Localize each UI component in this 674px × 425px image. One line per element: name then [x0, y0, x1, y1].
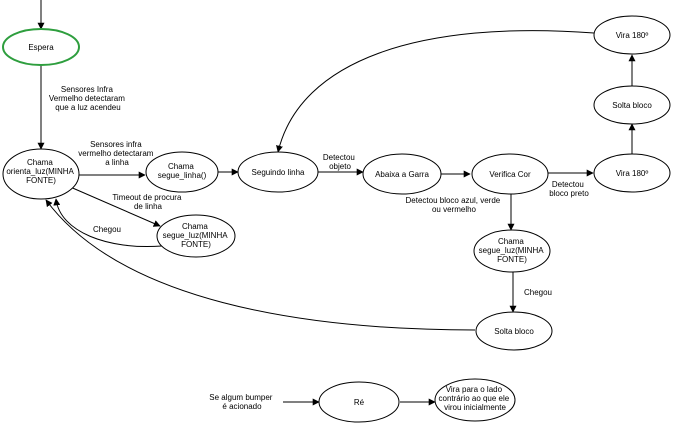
edge-orienta-to-segue-luz	[67, 185, 161, 227]
node-solta-bloco-right: Solta bloco	[593, 85, 671, 125]
node-vira-180-upper-label: Vira 180º	[616, 31, 649, 40]
node-re: Ré	[318, 381, 400, 423]
nodes: Espera Chama orienta_luz(MINHA FONTE) Ch…	[2, 15, 671, 423]
edge-segue-luz-to-orienta	[53, 198, 163, 248]
node-verifica-cor-label: Verifica Cor	[489, 170, 531, 179]
label-sensores-infra-linha: Sensores infra vermelho detectaram a lin…	[78, 140, 155, 167]
edge-labels: Sensores Infra Vermelho detectaram que a…	[49, 85, 589, 411]
node-chama-segue-linha-label: Chama segue_linha()	[158, 162, 207, 180]
label-chegou-right: Chegou	[524, 288, 552, 297]
node-vira-180-lower: Vira 180º	[593, 153, 671, 193]
label-detectou-bloco-preto: Detectou bloco preto	[549, 180, 589, 198]
edge-vira-upper-to-seguindo	[276, 30, 595, 153]
node-chama-segue-luz-mid-label: Chama segue_luz(MINHA FONTE)	[163, 222, 230, 249]
node-vira-180-lower-label: Vira 180º	[616, 169, 649, 178]
label-sensores-infra-vermelho: Sensores Infra Vermelho detectaram que a…	[49, 85, 127, 112]
node-verifica-cor: Verifica Cor	[471, 153, 549, 195]
label-chegou-left: Chegou	[93, 225, 121, 234]
node-chama-segue-luz-mid: Chama segue_luz(MINHA FONTE)	[156, 214, 236, 258]
label-detectou-objeto: Detectou objeto	[323, 153, 357, 171]
node-chama-segue-luz-right: Chama segue_luz(MINHA FONTE)	[473, 229, 551, 273]
node-abaixa-garra-label: Abaixa a Garra	[375, 170, 429, 179]
node-re-label: Ré	[354, 398, 365, 407]
node-seguindo-linha: Seguindo linha	[237, 151, 319, 193]
node-solta-bloco-bottom: Solta bloco	[475, 311, 553, 351]
node-vira-contrario-label: Vira para o lado contrário ao que ele vi…	[439, 385, 512, 412]
node-solta-bloco-right-label: Solta bloco	[612, 101, 652, 110]
node-vira-contrario: Vira para o lado contrário ao que ele vi…	[434, 378, 516, 422]
node-abaixa-garra: Abaixa a Garra	[362, 153, 442, 195]
node-solta-bloco-bottom-label: Solta bloco	[494, 327, 534, 336]
node-chama-segue-luz-right-label: Chama segue_luz(MINHA FONTE)	[479, 237, 546, 264]
node-espera: Espera	[2, 28, 80, 66]
label-detectou-bloco-azul: Detectou bloco azul, verde ou vermelho	[406, 196, 503, 214]
node-vira-180-upper: Vira 180º	[593, 15, 671, 55]
edges	[37, 0, 636, 406]
edge-solta-to-orienta	[45, 199, 476, 331]
label-bumper: Se algum bumper é acionado	[209, 393, 274, 411]
node-chama-segue-linha: Chama segue_linha()	[145, 151, 219, 193]
label-timeout: Timeout de procura de linha	[112, 193, 183, 211]
node-chama-orienta-label: Chama orienta_luz(MINHA FONTE)	[6, 158, 75, 185]
node-chama-orienta: Chama orienta_luz(MINHA FONTE)	[2, 148, 80, 200]
node-seguindo-linha-label: Seguindo linha	[252, 168, 305, 177]
node-espera-label: Espera	[28, 43, 54, 52]
